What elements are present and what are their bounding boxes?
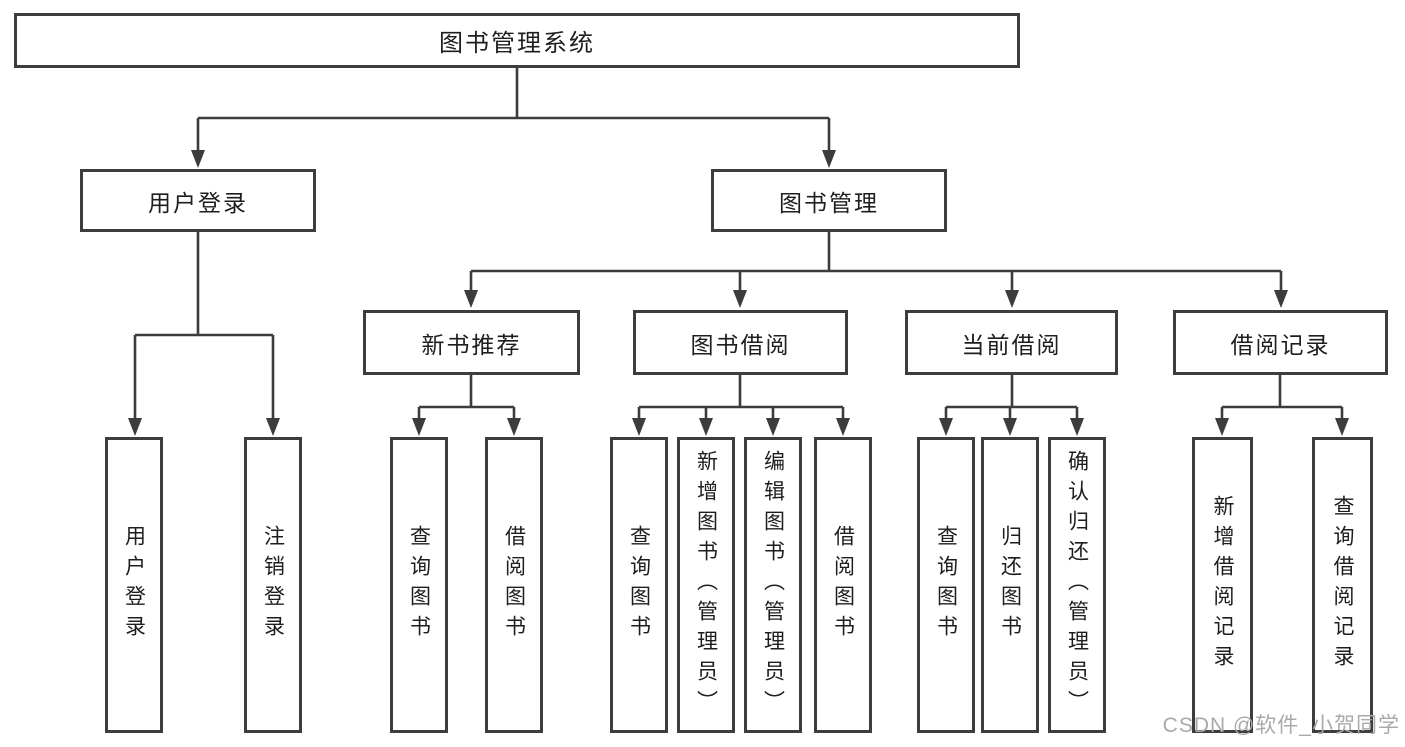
edge-root-to-level2: [191, 68, 836, 168]
leaf-borrow-add-books-admin: 新增图书（管理员）: [677, 437, 735, 733]
leaf-borrow-add-books-admin-label: 新增图书（管理员）: [694, 450, 718, 720]
edge-borrow-records-to-leaves: [1215, 375, 1349, 436]
leaf-current-query-books-label: 查询图书: [934, 525, 958, 645]
node-book-management-label: 图书管理: [779, 189, 879, 216]
leaf-current-query-books: 查询图书: [917, 437, 975, 733]
leaf-borrow-edit-books-admin: 编辑图书（管理员）: [744, 437, 802, 733]
node-root-label: 图书管理系统: [439, 30, 595, 57]
leaf-current-return-books-label: 归还图书: [998, 525, 1022, 645]
leaf-records-add-record-label: 新增借阅记录: [1211, 495, 1234, 675]
node-book-borrow: 图书借阅: [633, 310, 848, 375]
leaf-borrow-query-books-label: 查询图书: [627, 525, 651, 645]
node-user-login: 用户登录: [80, 169, 316, 232]
leaf-current-confirm-return-admin-label: 确认归还（管理员）: [1065, 450, 1089, 720]
leaf-recommend-query-books: 查询图书: [390, 437, 448, 733]
node-book-management: 图书管理: [711, 169, 947, 232]
node-new-book-recommend: 新书推荐: [363, 310, 580, 375]
edge-new-book-recommend-to-leaves: [412, 375, 521, 436]
leaf-logout-login: 注销登录: [244, 437, 302, 733]
leaf-recommend-query-books-label: 查询图书: [407, 525, 431, 645]
leaf-borrow-edit-books-admin-label: 编辑图书（管理员）: [761, 450, 785, 720]
leaf-records-query-record: 查询借阅记录: [1312, 437, 1373, 733]
node-new-book-recommend-label: 新书推荐: [421, 331, 522, 358]
node-borrow-records: 借阅记录: [1173, 310, 1388, 375]
leaf-records-query-record-label: 查询借阅记录: [1331, 495, 1354, 675]
node-root: 图书管理系统: [14, 13, 1020, 68]
leaf-borrow-borrow-books: 借阅图书: [814, 437, 872, 733]
leaf-records-add-record: 新增借阅记录: [1192, 437, 1253, 733]
leaf-user-login: 用户登录: [105, 437, 163, 733]
node-current-borrow-label: 当前借阅: [961, 331, 1062, 358]
edge-book-borrow-to-leaves: [632, 375, 850, 436]
leaf-borrow-borrow-books-label: 借阅图书: [831, 525, 855, 645]
leaf-recommend-borrow-books-label: 借阅图书: [502, 525, 526, 645]
node-book-borrow-label: 图书借阅: [690, 331, 791, 358]
leaf-recommend-borrow-books: 借阅图书: [485, 437, 543, 733]
leaf-user-login-label: 用户登录: [122, 525, 146, 645]
leaf-logout-login-label: 注销登录: [261, 525, 285, 645]
node-current-borrow: 当前借阅: [905, 310, 1118, 375]
node-borrow-records-label: 借阅记录: [1230, 331, 1331, 358]
edge-user-login-to-leaves: [128, 232, 280, 436]
edge-current-borrow-to-leaves: [939, 375, 1084, 436]
edge-book-management-to-level3: [464, 232, 1288, 308]
leaf-current-confirm-return-admin: 确认归还（管理员）: [1048, 437, 1106, 733]
leaf-borrow-query-books: 查询图书: [610, 437, 668, 733]
node-user-login-label: 用户登录: [148, 189, 248, 216]
leaf-current-return-books: 归还图书: [981, 437, 1039, 733]
